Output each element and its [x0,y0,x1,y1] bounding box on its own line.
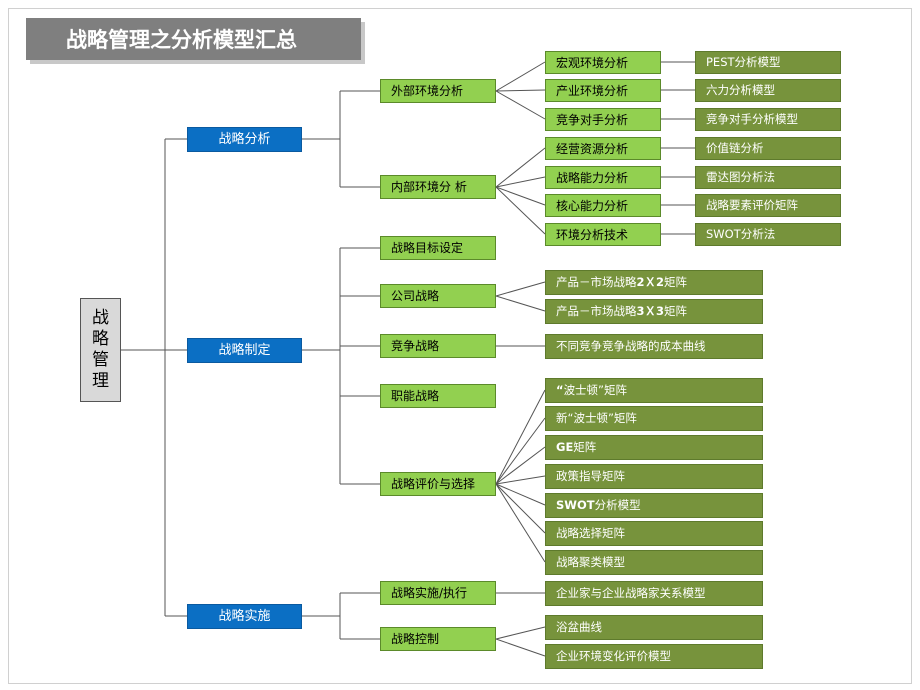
node-strategy-evaluation: 战略评价与选择 [380,472,496,496]
node-resource-analysis: 经营资源分析 [545,137,661,160]
node-capability-analysis: 战略能力分析 [545,166,661,189]
node-external-environment: 外部环境分析 [380,79,496,103]
model-label-bold: 2Ｘ2 [636,274,665,289]
model-cost-curve: 不同竞争竞争战略的成本曲线 [545,334,763,359]
connector-level3 [661,61,695,235]
model-bcg-matrix: “波士顿”矩阵 [545,378,763,403]
model-selection-matrix: 战略选择矩阵 [545,521,763,546]
connector-control [495,626,546,657]
connector-root [121,138,187,617]
model-env-change: 企业环境变化评价模型 [545,644,763,669]
model-new-bcg-matrix: 新“波士顿”矩阵 [545,406,763,431]
node-macro-environment: 宏观环境分析 [545,51,661,74]
node-core-competence: 核心能力分析 [545,194,661,217]
model-pest: PEST分析模型 [695,51,841,74]
model-value-chain: 价值链分析 [695,137,841,160]
model-label: 产品－市场战略 [556,274,637,289]
model-label: 矩阵 [573,439,597,454]
node-corporate-strategy: 公司战略 [380,284,496,308]
model-cluster: 战略聚类模型 [545,550,763,575]
connector-formulation [302,247,380,485]
model-competitor: 竞争对手分析模型 [695,108,841,131]
model-bathtub-curve: 浴盆曲线 [545,615,763,640]
connector-analysis [302,90,380,188]
model-label-bold: 3Ｘ3 [636,303,665,318]
node-strategy-implementation: 战略实施 [187,604,302,629]
node-strategy-formulation: 战略制定 [187,338,302,363]
connector-corporate [495,281,546,312]
connector-evaluation [495,389,546,563]
model-policy-matrix: 政策指导矩阵 [545,464,763,489]
node-competitive-strategy: 竞争战略 [380,334,496,358]
model-six-forces: 六力分析模型 [695,79,841,102]
connector-external [495,61,546,120]
model-swot-method: SWOT分析法 [695,223,841,246]
node-strategic-goal: 战略目标设定 [380,236,496,260]
model-label-bold: SWOT [556,497,595,512]
node-strategy-control: 战略控制 [380,627,496,651]
node-functional-strategy: 职能战略 [380,384,496,408]
node-competitor-analysis: 竞争对手分析 [545,108,661,131]
node-internal-environment: 内部环境分 析 [380,175,496,199]
model-label: 波士顿”矩阵 [563,382,628,397]
model-label: 矩阵 [664,274,688,289]
model-label: 矩阵 [664,303,688,318]
connector-internal [495,147,546,235]
model-label-bold: GE [556,439,574,454]
model-label: 分析模型 [594,497,641,512]
model-label: 产品－市场战略 [556,303,637,318]
node-environment-techniques: 环境分析技术 [545,223,661,246]
model-radar-chart: 雷达图分析法 [695,166,841,189]
model-label-bold: “ [556,382,564,397]
model-entrepreneur: 企业家与企业战略家关系模型 [545,581,763,606]
model-factor-matrix: 战略要素评价矩阵 [695,194,841,217]
node-strategy-analysis: 战略分析 [187,127,302,152]
root-node: 战略管理 [80,298,121,402]
node-strategy-execution: 战略实施/执行 [380,581,496,605]
node-industry-environment: 产业环境分析 [545,79,661,102]
page-title: 战略管理之分析模型汇总 [26,18,361,60]
connector-implementation [302,592,380,640]
